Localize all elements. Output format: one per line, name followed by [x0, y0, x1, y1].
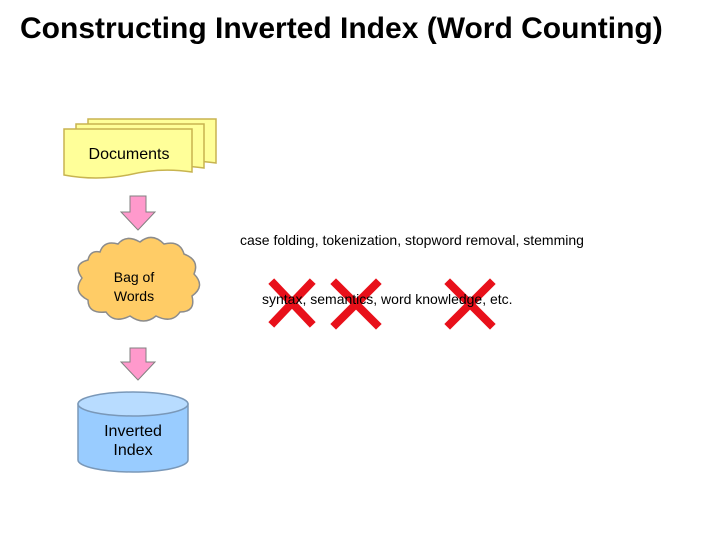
inverted-index-line2: Index: [113, 442, 153, 459]
ignored-annotation: syntax, semantics, word knowledge, etc.: [262, 291, 513, 307]
bag-of-words-line1: Bag of: [113, 269, 155, 285]
inverted-index-cylinder: [77, 391, 189, 473]
documents-label: Documents: [88, 146, 170, 163]
page-title: Constructing Inverted Index (Word Counti…: [20, 12, 663, 45]
documents-stack: [63, 118, 217, 179]
down-arrow-1: [119, 195, 157, 231]
bag-of-words-label: Bag of Words: [92, 268, 176, 306]
cross-icon-2: [330, 278, 382, 330]
down-arrow-2: [119, 347, 157, 381]
inverted-index-line1: Inverted: [104, 423, 162, 440]
inverted-index-label: Inverted Index: [80, 422, 186, 460]
preprocessing-annotation: case folding, tokenization, stopword rem…: [240, 232, 584, 248]
document-page-front: [63, 128, 193, 179]
cross-icon-3: [444, 278, 496, 330]
bag-of-words-cloud: [77, 236, 201, 322]
bag-of-words-line2: Words: [113, 288, 155, 304]
cross-icon-1: [268, 278, 316, 328]
